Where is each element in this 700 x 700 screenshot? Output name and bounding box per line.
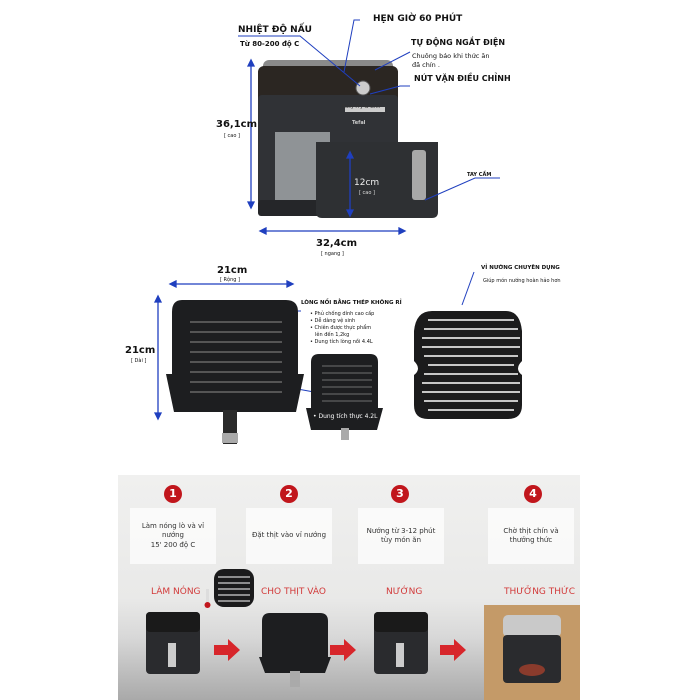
basket-height-sub: [ cao ] — [359, 190, 375, 196]
basket-length-value: 21cm — [125, 345, 156, 356]
auto-off-desc-1: Chuông báo khi thức ăn — [412, 52, 490, 60]
basket-features: • Phủ chống dính cao cấp • Dễ dàng vệ si… — [310, 311, 374, 346]
step-images — [146, 569, 580, 700]
step-1-grill-image — [214, 569, 254, 607]
brand-logo: Tefal — [352, 120, 366, 126]
basket-feature: • Dung tích lòng nồi 4.4L — [310, 339, 373, 345]
thermometer-icon — [204, 589, 211, 608]
timer-label: HẸN GIỜ 60 PHÚT — [373, 14, 463, 24]
model-text: Easy Fry & Grill — [342, 104, 381, 110]
auto-off-desc-2: đã chín . — [412, 61, 440, 69]
basket-feature: • Phủ chống dính cao cấp — [310, 311, 375, 317]
temp-title: NHIỆT ĐỘ NẤU — [238, 25, 312, 35]
temp-range: Từ 80-200 độ C — [240, 40, 300, 48]
step-3-desc-line: Nướng từ 3-12 phút — [366, 526, 436, 535]
step-2-number: 2 — [280, 485, 298, 503]
net-capacity: • Dung tích thực 4.2L — [313, 413, 378, 420]
air-fryer-image — [258, 60, 438, 218]
step-4-number: 4 — [524, 485, 542, 503]
auto-off-title: TỰ ĐỘNG NGẮT ĐIỆN — [411, 38, 506, 47]
handle-label: TAY CẦM — [467, 172, 492, 178]
height-sub: [ cao ] — [224, 133, 240, 139]
basket-feature: • Chiên được thực phẩm — [310, 325, 372, 331]
height-value: 36,1cm — [216, 119, 258, 130]
knob-label: NÚT VẶN ĐIỀU CHỈNH — [414, 74, 511, 83]
step-4-desc-line: Chờ thịt chín và — [503, 526, 559, 535]
right-arrow-icon — [214, 639, 240, 661]
basket-length-sub: [ Dài ] — [131, 358, 147, 364]
step-3-fryer-image — [374, 612, 428, 674]
basket-height-value: 12cm — [354, 178, 380, 188]
basket-feature: lên đến 1,2kg — [315, 332, 350, 338]
grill-desc: Giúp món nướng hoàn hảo hơn — [483, 278, 561, 284]
step-2-basket-image — [259, 613, 331, 687]
step-4-label: THƯỞNG THỨC — [504, 587, 576, 597]
step-1-desc-line: Làm nóng lò và vỉ nướng — [141, 522, 205, 540]
basket-title: LÒNG NỒI BẰNG THÉP KHÔNG RỈ — [301, 300, 402, 306]
step-1-desc-line: 15' 200 độ C — [150, 540, 196, 549]
basket-feature: • Dễ dàng vệ sinh — [310, 318, 356, 324]
step-4-photo — [484, 605, 580, 700]
step-1-number: 1 — [164, 485, 182, 503]
step-3-label: NƯỚNG — [386, 587, 423, 597]
dimension-arrows — [153, 58, 407, 421]
arrow-icons — [214, 639, 466, 661]
step-1-fryer-image — [146, 612, 200, 674]
small-basket-image — [306, 354, 383, 440]
right-arrow-icon — [330, 639, 356, 661]
large-basket-image — [166, 300, 304, 444]
width-value: 32,4cm — [316, 238, 358, 249]
step-2-label: CHO THỊT VÀO — [261, 587, 326, 597]
step-3-number: 3 — [391, 485, 409, 503]
step-3-desc-line: tùy món ăn — [380, 536, 422, 544]
step-1-label: LÀM NÓNG — [151, 587, 201, 597]
grill-plate-image — [414, 311, 522, 419]
step-4-desc-line: thưởng thức — [509, 536, 553, 544]
control-knob-icon — [355, 80, 371, 96]
basket-width-value: 21cm — [217, 265, 248, 276]
right-arrow-icon — [440, 639, 466, 661]
width-sub: [ ngang ] — [321, 251, 344, 257]
step-2-desc: Đặt thịt vào vỉ nướng — [246, 508, 332, 564]
grill-title: VỈ NƯỚNG CHUYÊN DỤNG — [481, 265, 560, 271]
basket-width-sub: [ Rộng ] — [220, 277, 240, 283]
step-2-desc-line: Đặt thịt vào vỉ nướng — [251, 531, 327, 540]
